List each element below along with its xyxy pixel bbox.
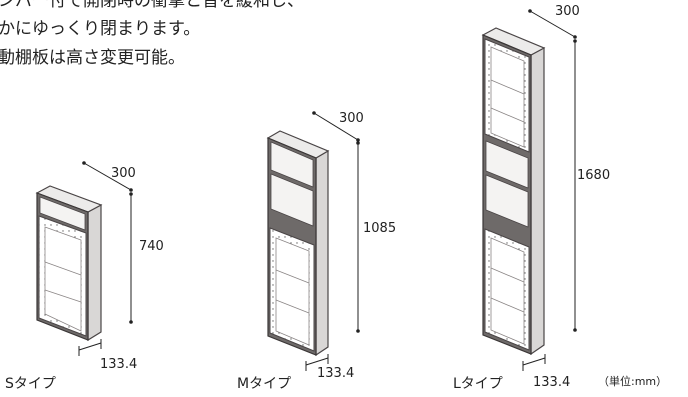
m-width-label: 300 xyxy=(339,111,364,126)
l-type-label: Lタイプ xyxy=(453,376,503,392)
description-line-2: かにゆっくり閉まります。 xyxy=(0,19,201,39)
m-type-label: Mタイプ xyxy=(237,376,291,392)
cabinet-l: 300 1680 133.4 Lタイプ xyxy=(453,4,610,392)
description-line-3: 動棚板は高さ変更可能。 xyxy=(0,48,185,68)
cabinet-s: 300 740 133.4 Sタイプ xyxy=(5,161,164,392)
m-height-label: 1085 xyxy=(363,221,396,236)
s-depth-label: 133.4 xyxy=(100,357,137,372)
s-width-label: 300 xyxy=(111,166,136,181)
m-depth-label: 133.4 xyxy=(317,366,354,381)
cabinet-m: 300 1085 133.4 Mタイプ xyxy=(237,111,396,392)
l-height-label: 1680 xyxy=(577,168,610,183)
s-height-label: 740 xyxy=(139,239,164,254)
s-type-label: Sタイプ xyxy=(5,376,56,392)
l-width-label: 300 xyxy=(555,4,580,19)
description-line-1: ンパー付で開閉時の衝撃と音を緩和し、 xyxy=(0,0,304,11)
l-depth-label: 133.4 xyxy=(533,375,570,390)
unit-note: （単位:mm） xyxy=(598,374,667,388)
